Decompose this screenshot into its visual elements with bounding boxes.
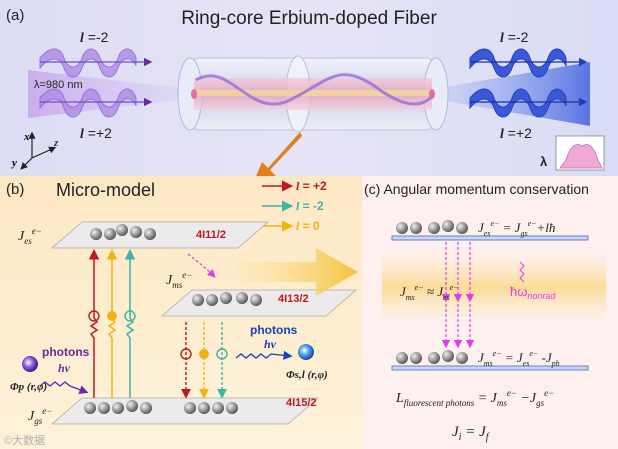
spectrum-lambda-label: λ <box>540 154 548 169</box>
level-4I11-2: 4I11/2 <box>196 229 226 241</box>
watermark: ©大数据 <box>4 433 45 447</box>
axis-y-label: y <box>10 157 17 169</box>
coordinate-axes: x z y <box>10 131 59 170</box>
eq-fluorescent: Lfluorescent photons = Jmse− −Jgse− <box>395 388 554 408</box>
panel-c-title: (c) Angular momentum conservation <box>364 181 589 197</box>
emitted-photons-label: photons <box>250 323 298 337</box>
excited-state-plane <box>50 221 270 249</box>
panel-a-title: Ring-core Erbium-doped Fiber <box>181 8 437 29</box>
phi-s-label: Φs,l (r,φ) <box>286 369 328 381</box>
emitted-photon-wave <box>235 350 293 360</box>
panel-b-label: (b) <box>6 181 24 198</box>
right-l-plus-label: l =+2 <box>500 125 532 142</box>
c-es-ions <box>396 220 468 234</box>
nonrad-wiggle <box>519 261 525 283</box>
emitted-photon-sphere <box>298 344 314 360</box>
absorption-transitions <box>88 249 136 398</box>
legend-label-l-minus2: l = -2 <box>296 199 324 213</box>
axis-z-label: z <box>53 137 59 149</box>
left-l-plus-label: l =+2 <box>80 125 112 142</box>
input-vortex-beams <box>39 48 137 118</box>
level-4I13-2: 4I13/2 <box>278 293 309 305</box>
pump-photon-wave <box>39 381 89 394</box>
axis-x-label: x <box>23 131 30 143</box>
pump-hv-label: hv <box>58 361 71 375</box>
ring-core-fiber <box>177 55 449 133</box>
eq-conservation: Ji = Jf <box>452 424 490 443</box>
output-vortex-beams <box>469 48 567 118</box>
nonrad-label: ħωnonrad <box>510 284 556 301</box>
left-l-minus-label: l =-2 <box>80 29 109 46</box>
panel-b-title: Micro-model <box>56 180 155 200</box>
emitted-hv-label: hv <box>264 337 277 351</box>
es-ions <box>90 224 156 240</box>
zoom-arrow <box>252 132 302 186</box>
nonradiative-arrow <box>187 253 216 278</box>
legend-label-l-plus2: l = +2 <box>296 179 327 193</box>
pump-photons-label: photons <box>42 345 90 359</box>
legend-label-l-0: l = 0 <box>296 219 320 233</box>
spectrum-inset: λ <box>540 135 605 171</box>
phi-p-label: Φp (r,φ) <box>10 381 47 393</box>
ms-bar <box>391 365 589 371</box>
c-emission-arrows <box>441 304 475 349</box>
es-bar <box>391 235 589 241</box>
level-4I15-2: 4I15/2 <box>286 397 317 409</box>
panel-a-label: (a) <box>6 7 24 24</box>
pump-photon-sphere <box>22 356 38 372</box>
emission-transitions <box>180 322 228 399</box>
eq-es: Jese− = Jgse−+lħ <box>478 219 555 238</box>
pump-wavelength: λ=980 nm <box>34 79 83 91</box>
c-ms-ions <box>396 350 468 364</box>
legend: l = +2 l = -2 l = 0 <box>262 179 327 233</box>
ms-ions <box>192 292 262 306</box>
transfer-arrow <box>238 248 358 296</box>
panel-c-glow <box>382 252 606 322</box>
right-l-minus-label: l =-2 <box>500 29 529 46</box>
gs-ions <box>84 400 238 414</box>
